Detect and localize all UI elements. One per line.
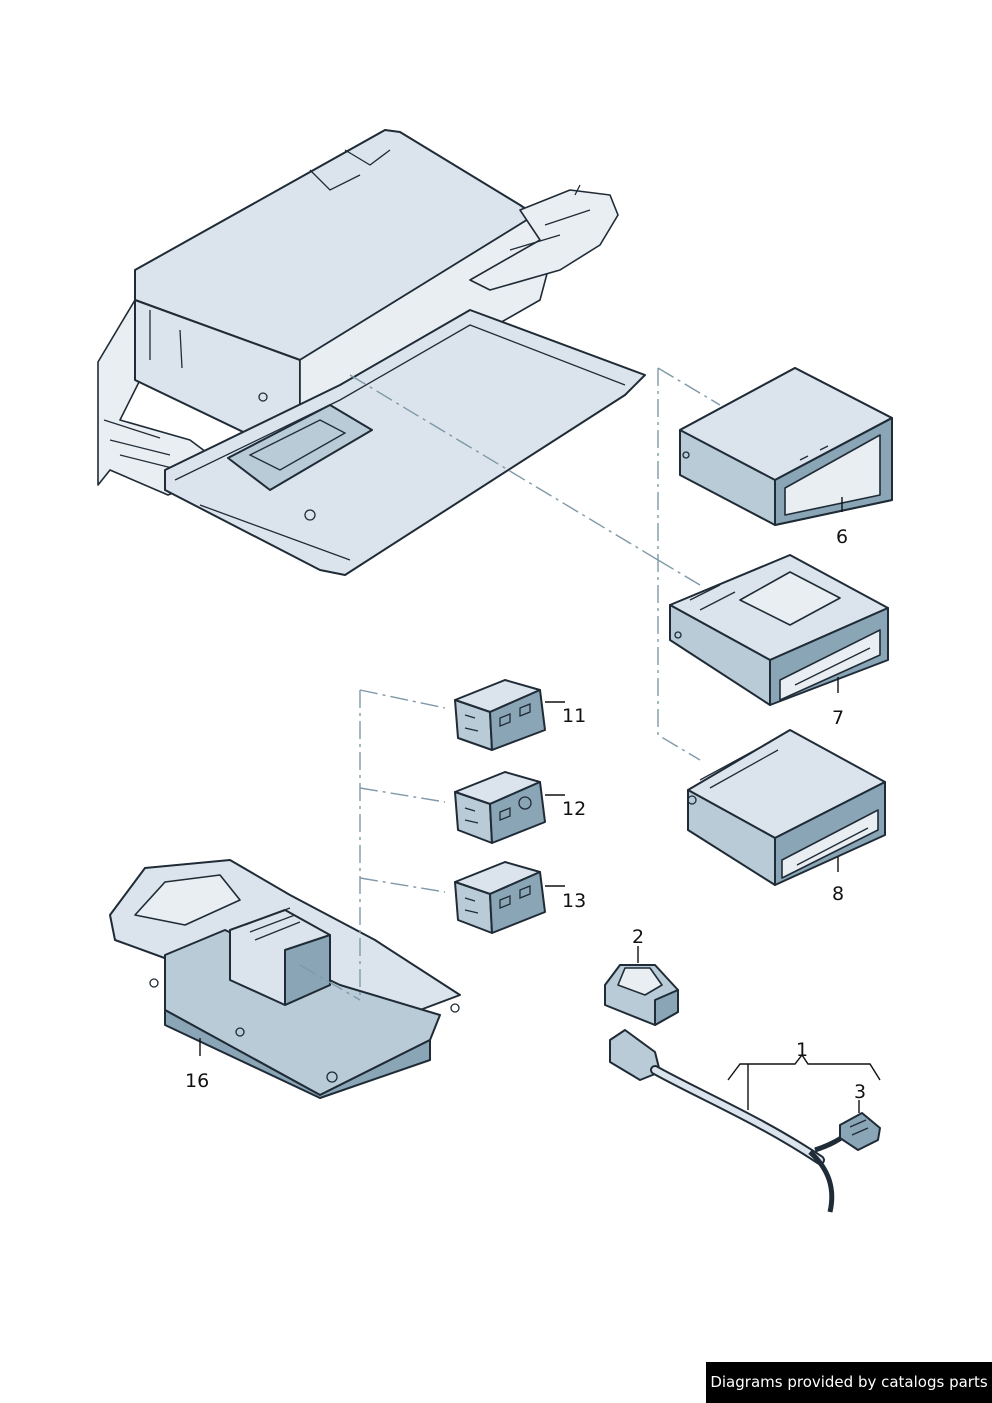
callout-11: 11 — [562, 705, 586, 727]
part-13-socket — [454, 861, 546, 934]
callout-12: 12 — [562, 798, 586, 820]
part-2-cap — [604, 964, 679, 1026]
callout-6: 6 — [836, 526, 848, 548]
part-12-socket — [454, 771, 546, 844]
callout-7: 7 — [832, 707, 844, 729]
part-1-cable — [609, 1029, 854, 1213]
callout-13: 13 — [562, 890, 586, 912]
callout-2: 2 — [632, 926, 644, 948]
part-6-housing — [679, 367, 893, 526]
callout-1: 1 — [796, 1039, 808, 1061]
part-11-socket — [454, 679, 546, 751]
watermark-banner: Diagrams provided by catalogs parts — [706, 1362, 992, 1403]
glovebox-assembly — [97, 129, 646, 576]
callout-3: 3 — [854, 1081, 866, 1103]
callout-16: 16 — [185, 1070, 209, 1092]
part-16-tray — [109, 859, 461, 1099]
leader-lines — [199, 497, 881, 1113]
part-3-connector — [839, 1112, 881, 1151]
part-8-media-unit — [687, 729, 886, 886]
callout-labels: 1 2 3 6 7 8 11 12 13 16 — [185, 526, 866, 1103]
assembly-lines — [299, 367, 721, 1001]
part-7-media-unit — [669, 554, 889, 706]
callout-8: 8 — [832, 883, 844, 905]
